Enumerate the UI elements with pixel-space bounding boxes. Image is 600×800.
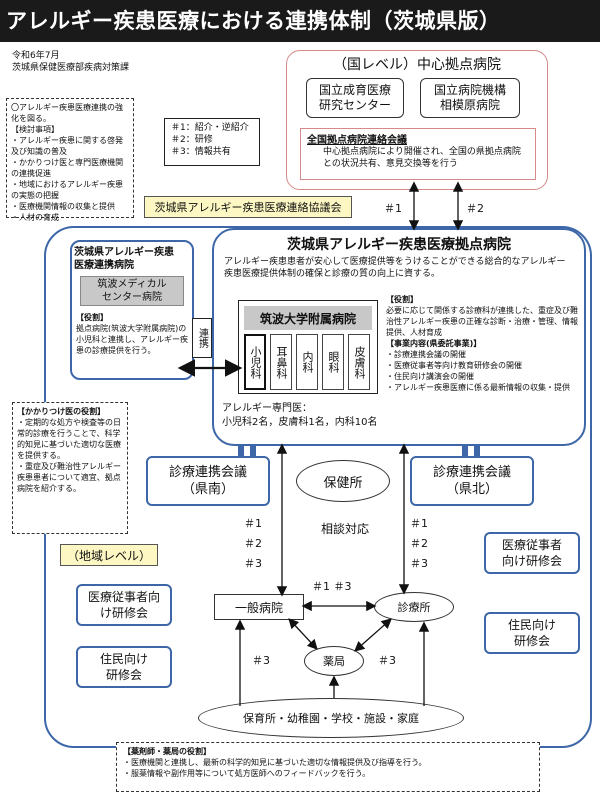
core-hospital-desc: アレルギー疾患患者が安心して医療提供等をうけることができる総合的なアレルギー疾患…: [224, 257, 566, 279]
page-title: アレルギー疾患医療における連携体制（茨城県版）: [0, 0, 600, 42]
dept-ent: 耳鼻科: [270, 334, 292, 390]
tags-right: ＃1 ＃2 ＃3: [410, 514, 440, 574]
review-items-box: 〇アレルギー疾患医療連携の強化を図る。 【検討事項】 ・アレルギー疾患に関する啓…: [6, 98, 134, 222]
national-council-desc: 中心拠点病院により開催され、全国の県拠点病院との状況共有、意見交換等を行う: [323, 147, 521, 169]
pharmacist-role-box: 【薬剤師・薬局の役割】 ・医療機関と連携し、最新の科学的知見に基づいた適切な情報…: [116, 742, 540, 792]
review-item: ・かかりつけ医と専門医療機関の連携促進: [11, 158, 124, 178]
health-center: 保健所: [296, 460, 390, 502]
review-item: ・アレルギー疾患に関する啓発及び知識の普及: [11, 136, 123, 156]
legend-item: ＃3：情報共有: [171, 147, 231, 157]
gp-role-heading: 【かかりつけ医の役割】: [17, 407, 106, 416]
connector: [238, 446, 244, 456]
arrow-label-2: ＃2: [466, 202, 484, 215]
general-hospital: 一般病院: [214, 594, 304, 620]
tag: ＃3: [244, 557, 262, 570]
tag: ＃1: [410, 517, 428, 530]
resident-training-left: 住民向け 研修会: [76, 646, 172, 688]
sagamihara-box: 国立病院機構 相模原病院: [420, 78, 520, 118]
national-title: （国レベル）中心拠点病院: [333, 57, 501, 73]
core-project-item: ・医療従事者等向け教育研修会の開催: [386, 361, 522, 370]
connector: [474, 446, 480, 456]
review-item: ・地域におけるアレルギー疾患の実態の把握: [11, 180, 123, 200]
legend-item: ＃1：紹介・逆紹介: [171, 123, 249, 133]
coop-hospital-frame: [70, 240, 194, 380]
pref-council-box: 茨城県アレルギー疾患医療連絡協議会: [144, 196, 352, 218]
dept-dermatology: 皮膚科: [348, 334, 370, 390]
tag: ＃3: [410, 557, 428, 570]
coop-role-text: 拠点病院(筑波大学附属病院)の小児科と連携し、アレルギー疾患の診療提供を行う。: [76, 324, 188, 355]
legend-item: ＃2：研修: [171, 135, 213, 145]
core-project-heading: 【事業内容(県委託事業)】: [386, 339, 482, 348]
regional-level-label: （地域レベル）: [60, 544, 158, 566]
core-project-item: ・アレルギー疾患医療に係る最新情報の収集・提供: [386, 383, 570, 392]
tag-left-3: ＃3: [252, 654, 270, 667]
tag-mid: ＃1 ＃3: [312, 580, 352, 593]
core-project-item: ・診療連携会議の開催: [386, 350, 466, 359]
core-hospital-title: 茨城県アレルギー疾患医療拠点病院: [287, 237, 511, 253]
arrow-label-1: ＃1: [384, 202, 402, 215]
meta-date: 令和6年7月: [12, 51, 60, 61]
core-role-text: 必要に応じて関係する診療科が連携した、重症及び難治性アレルギー疾患の正確な診断・…: [386, 306, 578, 337]
legend-box: ＃1：紹介・逆紹介 ＃2：研修 ＃3：情報共有: [164, 118, 260, 166]
review-subheading: 【検討事項】: [11, 125, 59, 134]
core-project-item: ・住民向け講演会の開催: [386, 372, 474, 381]
tag: ＃2: [410, 537, 428, 550]
coop-hospital-title: 茨城県アレルギー疾患 医療連携病院: [74, 247, 174, 271]
staff-training-right: 医療従事者 向け研修会: [484, 532, 580, 574]
pharmacist-role-item: ・服薬情報や副作用等について処方医師へのフィードバックを行う。: [123, 769, 371, 778]
clinic: 診療所: [374, 592, 454, 622]
review-item: ・人材の育成: [11, 213, 59, 222]
tags-left: ＃1 ＃2 ＃3: [244, 514, 274, 574]
tsukuba-medical-box: 筑波メディカル センター病院: [80, 276, 184, 306]
pharmacist-role-item: ・医療機関と連携し、最新の科学的知見に基づいた適切な情報提供及び指導を行う。: [123, 758, 427, 767]
meta-block: 令和6年7月 茨城県保健医療部疾病対策課: [12, 50, 212, 74]
review-heading: 〇アレルギー疾患医療連携の強化を図る。: [11, 103, 123, 123]
connector: [462, 446, 468, 456]
council-south-box: 診療連携会議 （県南）: [146, 456, 270, 506]
connector: [250, 446, 256, 456]
review-item: ・医療機関情報の収集と提供: [11, 202, 115, 211]
gp-role-item: ・定期的な処方や検査等の日常的診療を行うことで、科学的知見に基づいた適切な医療を…: [17, 418, 121, 460]
specialist-count: アレルギー専門医： 小児科2名，皮膚科1名，内科10名: [222, 403, 378, 428]
gp-role-box: 【かかりつけ医の役割】 ・定期的な処方や検査等の日常的診療を行うことで、科学的知…: [12, 402, 128, 534]
coop-role-block: 【役割】 拠点病院(筑波大学附属病院)の小児科と連携し、アレルギー疾患の診療提供…: [76, 312, 190, 356]
univ-hospital-name: 筑波大学附属病院: [244, 306, 372, 330]
tag-right-3: ＃3: [378, 654, 396, 667]
staff-training-left: 医療従事者向 け研修会: [76, 584, 172, 626]
pharmacy: 薬局: [304, 646, 364, 676]
ncchd-box: 国立成育医療 研究センター: [306, 78, 404, 118]
coop-role-heading: 【役割】: [76, 313, 108, 322]
gp-role-item: ・重症及び難治性アレルギー疾患患者について適宜、拠点病院を紹介する。: [17, 462, 121, 493]
national-council-title: 全国拠点病院連絡会議: [307, 135, 407, 146]
dept-ophthalmology: 眼科: [322, 334, 344, 390]
council-north-box: 診療連携会議 （県北）: [410, 456, 534, 506]
consultation-label: 相談対応: [320, 522, 369, 536]
link-label: 連携: [192, 318, 212, 358]
tag: ＃1: [244, 517, 262, 530]
core-role-block: 【役割】 必要に応じて関係する診療科が連携した、重症及び難治性アレルギー疾患の正…: [386, 294, 578, 393]
dept-pediatrics: 小児科: [244, 334, 266, 390]
meta-dept: 茨城県保健医療部疾病対策課: [12, 63, 130, 73]
core-role-heading: 【役割】: [386, 295, 418, 304]
pharmacist-role-heading: 【薬剤師・薬局の役割】: [123, 747, 211, 756]
resident-training-right: 住民向け 研修会: [484, 612, 580, 654]
dept-internal: 内科: [296, 334, 318, 390]
tag: ＃2: [244, 537, 262, 550]
facilities-ellipse: 保育所・幼稚園・学校・施設・家庭: [198, 698, 464, 738]
national-council-box: 全国拠点病院連絡会議 中心拠点病院により開催され、全国の県拠点病院との状況共有、…: [300, 128, 536, 180]
